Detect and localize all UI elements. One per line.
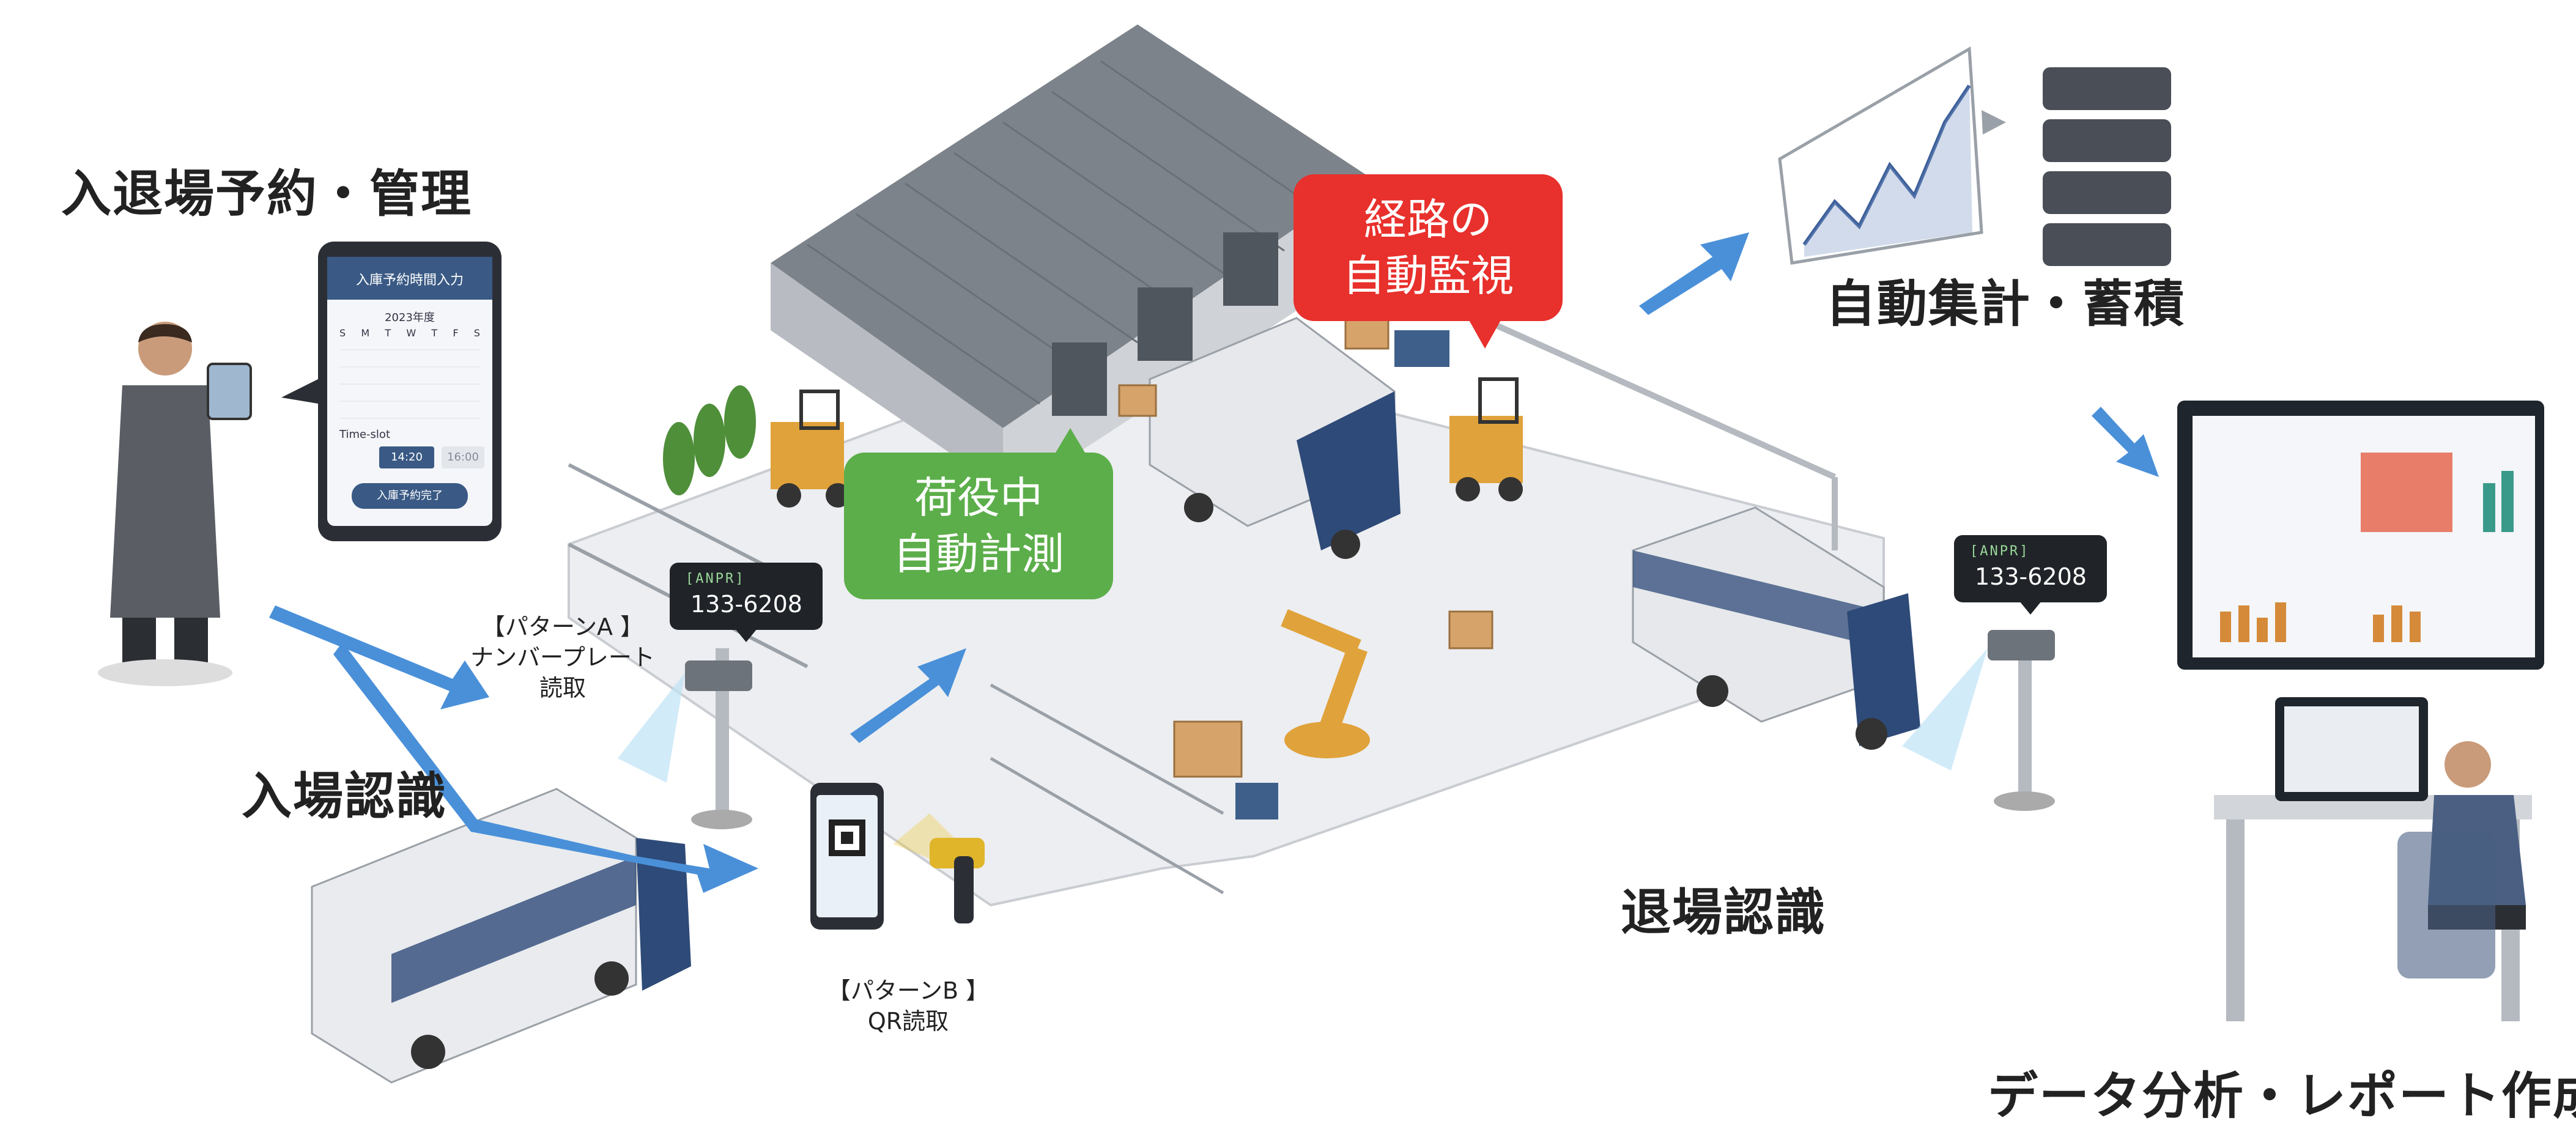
aggregation-label: 自動集計・蓄積 <box>1826 275 2186 333</box>
dashboard-monitor <box>2177 401 2544 670</box>
phone-title: 入庫予約時間入力 <box>355 273 464 288</box>
entry-camera <box>618 648 752 829</box>
blue-crates <box>1235 330 1449 819</box>
phone-timeslot-label: Time-slot <box>339 428 390 441</box>
pattern-b-line1: QR読取 <box>867 1008 949 1035</box>
truck-docked <box>1149 317 1401 559</box>
weekday-label: W <box>406 327 416 339</box>
pattern-a-caption: 【パターンA 】 ナンバープレート 読取 <box>440 612 685 703</box>
robot-arm <box>1281 609 1370 758</box>
exit-plate-number: 133-6208 <box>1975 563 2087 590</box>
phone-weekdays: S M T W T F S <box>339 327 480 339</box>
weekday-label: S <box>473 327 480 339</box>
cargo-boxes <box>1118 311 1493 778</box>
exit-plate-display: [ANPR] 133-6208 <box>1954 535 2107 615</box>
server-stack <box>2043 67 2171 266</box>
entry-plate-display: [ANPR] 133-6208 <box>670 563 823 642</box>
phone-timeslot-selected: 14:20 <box>379 446 434 468</box>
route-bubble-line2: 自動監視 <box>1342 251 1514 301</box>
warehouse <box>771 24 1370 501</box>
forklift-right <box>1449 377 1523 501</box>
gate-fence <box>990 683 1224 895</box>
loading-bubble-line1: 荷役中 <box>914 473 1043 523</box>
analysis-label: データ分析・レポート作成 <box>1988 1067 2576 1125</box>
weekday-label: T <box>431 327 438 339</box>
loading-bubble-line2: 自動計測 <box>893 529 1064 579</box>
weekday-label: T <box>385 327 391 339</box>
route-bubble-line1: 経路の <box>1364 194 1492 245</box>
fence-right <box>1478 315 1838 550</box>
person-reservation <box>98 322 252 686</box>
qr-phone <box>810 783 884 930</box>
desk-analyst <box>2214 697 2532 1021</box>
weekday-label: S <box>339 327 346 339</box>
trees <box>663 385 756 495</box>
pattern-a-title: 【パターンA 】 <box>481 613 644 640</box>
analytics-chart-panel <box>1778 46 2006 265</box>
entry-recognition-label: 入場認識 <box>242 768 448 826</box>
reservation-label: 入退場予約・管理 <box>61 165 473 223</box>
qr-scanner <box>893 813 985 923</box>
route-bubble-tail <box>1468 318 1502 349</box>
weekday-label: F <box>453 327 459 339</box>
weekday-label: M <box>361 327 370 339</box>
route-monitor-bubble: 経路の 自動監視 <box>1294 174 1563 321</box>
truck-exit <box>1632 506 1920 750</box>
exit-recognition-label: 退場認識 <box>1621 884 1827 942</box>
entry-plate-number: 133-6208 <box>690 591 802 618</box>
exit-camera <box>1902 630 2055 811</box>
phone-confirm-button: 入庫予約完了 <box>352 483 468 509</box>
loading-measure-bubble: 荷役中 自動計測 <box>844 453 1113 599</box>
phone-month: 2023年度 <box>385 311 435 324</box>
phone-timeslot-option: 16:00 <box>442 446 484 468</box>
flow-arrows <box>269 232 2159 893</box>
loading-bubble-tail <box>1052 428 1089 459</box>
pattern-b-caption: 【パターンB 】 QR読取 <box>801 975 1015 1037</box>
pattern-a-line2: 読取 <box>539 675 586 701</box>
phone-calendar-grid <box>339 346 480 419</box>
pattern-a-line1: ナンバープレート <box>470 644 655 671</box>
pattern-b-title: 【パターンB 】 <box>827 977 990 1004</box>
truck-entry <box>311 788 691 1084</box>
